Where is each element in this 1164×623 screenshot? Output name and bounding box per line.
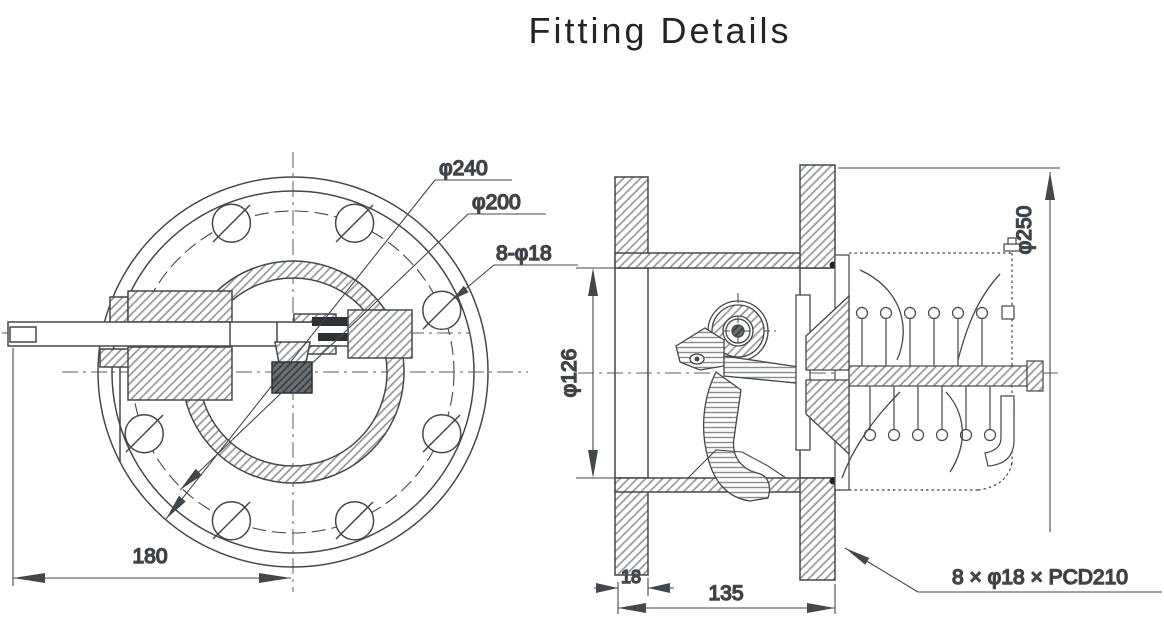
valve-stem (848, 365, 1028, 387)
body-ring (181, 260, 405, 484)
inlet-flange-bottom (614, 477, 649, 576)
stem-end-cap (1026, 360, 1044, 392)
spring-guard-curve (957, 273, 1001, 361)
dim-flange-od (838, 167, 1060, 532)
housing-back-plate (834, 254, 850, 491)
spring-guard-curve (945, 391, 963, 473)
gland-block-bottom (127, 346, 233, 401)
disc-cone-lower (805, 379, 850, 456)
housing-bolt-head (1007, 237, 1017, 245)
dim-bottom (594, 578, 836, 614)
page-title: Fitting Details (528, 10, 791, 51)
spring-guide-top (1001, 305, 1015, 320)
spring-housing (834, 237, 1021, 491)
flange-thickness-dim-label: 18 (621, 567, 641, 587)
outlet-flange-bottom (799, 477, 836, 581)
bolt-holes (124, 203, 462, 541)
center-hub (271, 361, 313, 394)
housing-bottom-curve (977, 461, 1013, 491)
front-view: 180 φ240 φ200 8-φ18 (2, 152, 578, 592)
housing-hook-bracket (984, 395, 1015, 467)
shaft-key-top (312, 317, 358, 326)
spring-guard-curve (859, 269, 904, 361)
counterweight-arm (702, 371, 771, 502)
spring-guard-curve (841, 391, 901, 479)
dim-180 (12, 348, 291, 586)
spring-coils-lower (863, 386, 997, 442)
front-view-leaders (165, 179, 578, 520)
swing-arm (723, 355, 807, 385)
front-view-centerlines (2, 152, 528, 592)
gland-tab-top (109, 296, 129, 324)
lever-hub-block (347, 309, 413, 359)
disc-cone-upper (805, 294, 850, 371)
flange-od-dim-label: φ250 (1013, 206, 1036, 255)
flange-od-label: φ240 (439, 157, 488, 180)
face-to-face-dim-label: 135 (708, 582, 743, 605)
gland-block-top (127, 290, 233, 323)
bolt-circle-label: φ200 (472, 191, 521, 214)
pivot-pin-core (731, 324, 745, 338)
gland-tab-bottom (99, 348, 131, 368)
valve-disc (795, 294, 811, 451)
outlet-flange-top (799, 164, 836, 269)
dim-bore (576, 267, 614, 479)
bolt-spec-label: 8 × φ18 × PCD210 (952, 566, 1128, 589)
bolt-holes-label: 8-φ18 (496, 242, 552, 265)
offset-dim-label: 180 (132, 545, 167, 568)
spring-assembly (841, 269, 1044, 479)
disc-mechanism (675, 293, 850, 502)
bore-dim-label: φ126 (558, 349, 581, 398)
section-view: φ126 φ250 18 135 8 × φ18 (557, 164, 1162, 614)
shaft-end-square (9, 326, 37, 343)
bolt-spec-leader (844, 547, 1162, 593)
flange-face-circle (111, 190, 475, 554)
spring-coils-upper (855, 306, 989, 366)
seat-stop-outline (687, 449, 787, 479)
flange-outer-circle (97, 176, 489, 568)
body-wall-top (614, 252, 831, 269)
pivot-pin (725, 318, 751, 344)
